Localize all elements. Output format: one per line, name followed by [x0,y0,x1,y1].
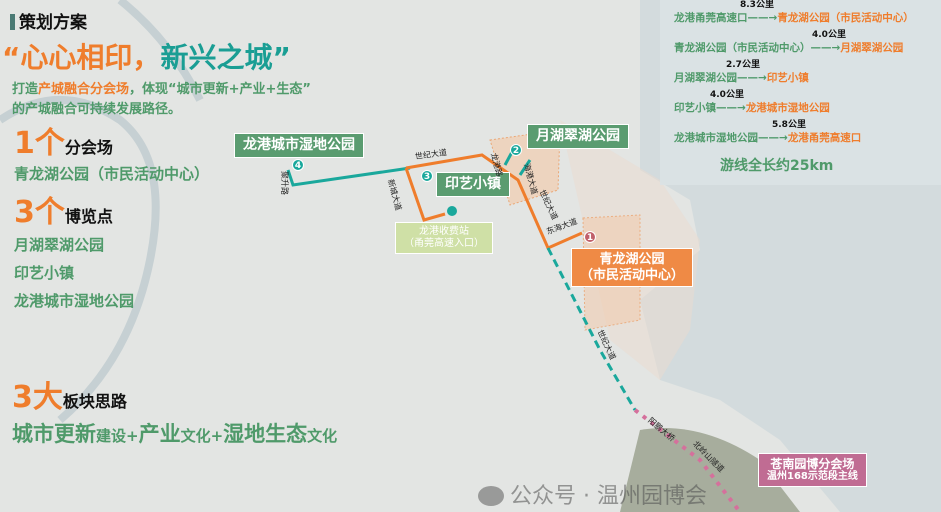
label-qinglong-park[interactable]: 青龙湖公园（市民活动中心） [571,248,694,288]
watermark: 公众号 · 温州园博会 [478,484,707,510]
route-item: 印艺小镇——→龙港城市湿地公园 [674,102,830,114]
route-distance: 8.3公里 [740,0,774,10]
blocks-text: 城市更新建设+产业文化+湿地生态文化 [12,422,338,446]
venue-heading: 1个分会场 [14,126,113,161]
marker-3[interactable]: 3 [421,170,433,182]
marker-2[interactable]: 2 [510,144,522,156]
route-item: 龙港甬莞高速口——→青龙湖公园（市民活动中心） [674,12,914,24]
route-item: 月湖翠湖公园——→印艺小镇 [674,72,809,84]
route-distance: 4.0公里 [812,30,846,40]
marker-4[interactable]: 4 [292,159,304,171]
route-item: 龙港城市湿地公园——→龙港甬莞高速口 [674,132,862,144]
hill [620,428,800,512]
route-distance: 2.7公里 [726,60,760,70]
point-item: 月湖翠湖公园 [14,236,105,254]
blocks-heading: 3大板块思路 [12,380,127,415]
orange-route-main [405,153,583,250]
label-cangnan-venue[interactable]: 苍南园博分会场温州168示范段主线 [758,453,867,488]
teal-dashed-route [546,247,637,411]
label-yuehu-park[interactable]: 月湖翠湖公园 [527,124,629,149]
section-title: 策划方案 [10,8,87,33]
teal-route [286,166,411,187]
route-distance: 4.0公里 [710,90,744,100]
points-heading: 3个博览点 [14,195,113,230]
route-panel: 8.3公里 龙港甬莞高速口——→青龙湖公园（市民活动中心） 4.0公里 青龙湖公… [660,0,941,185]
intro-line2: 的产城融合可持续发展路径。 [12,102,182,117]
road-label: 聚升路 [280,171,289,195]
label-toll-station[interactable]: 龙港收费站（甬莞高速入口） [395,222,493,254]
label-wetland-park[interactable]: 龙港城市湿地公园 [234,133,364,158]
slogan: “心心相印，新兴之城” [2,41,291,74]
venue-name: 青龙湖公园（市民活动中心） [14,165,210,183]
pink-dashed-route [633,408,742,512]
intro-line1: 打造产城融合分会场，体现“城市更新+产业+生态” [12,82,311,97]
route-item: 青龙湖公园（市民活动中心）——→月湖翠湖公园 [674,42,904,54]
point-item: 印艺小镇 [14,264,75,282]
marker-1[interactable]: 1 [584,231,596,243]
toll-station-dot [447,206,457,216]
route-total: 游线全长约25km [720,158,834,174]
route-distance: 5.8公里 [772,120,806,130]
wechat-icon [478,486,504,506]
point-item: 龙港城市湿地公园 [14,292,135,310]
orange-route-toll [404,167,446,222]
label-yinyi-town[interactable]: 印艺小镇 [436,172,510,197]
river [0,96,160,424]
